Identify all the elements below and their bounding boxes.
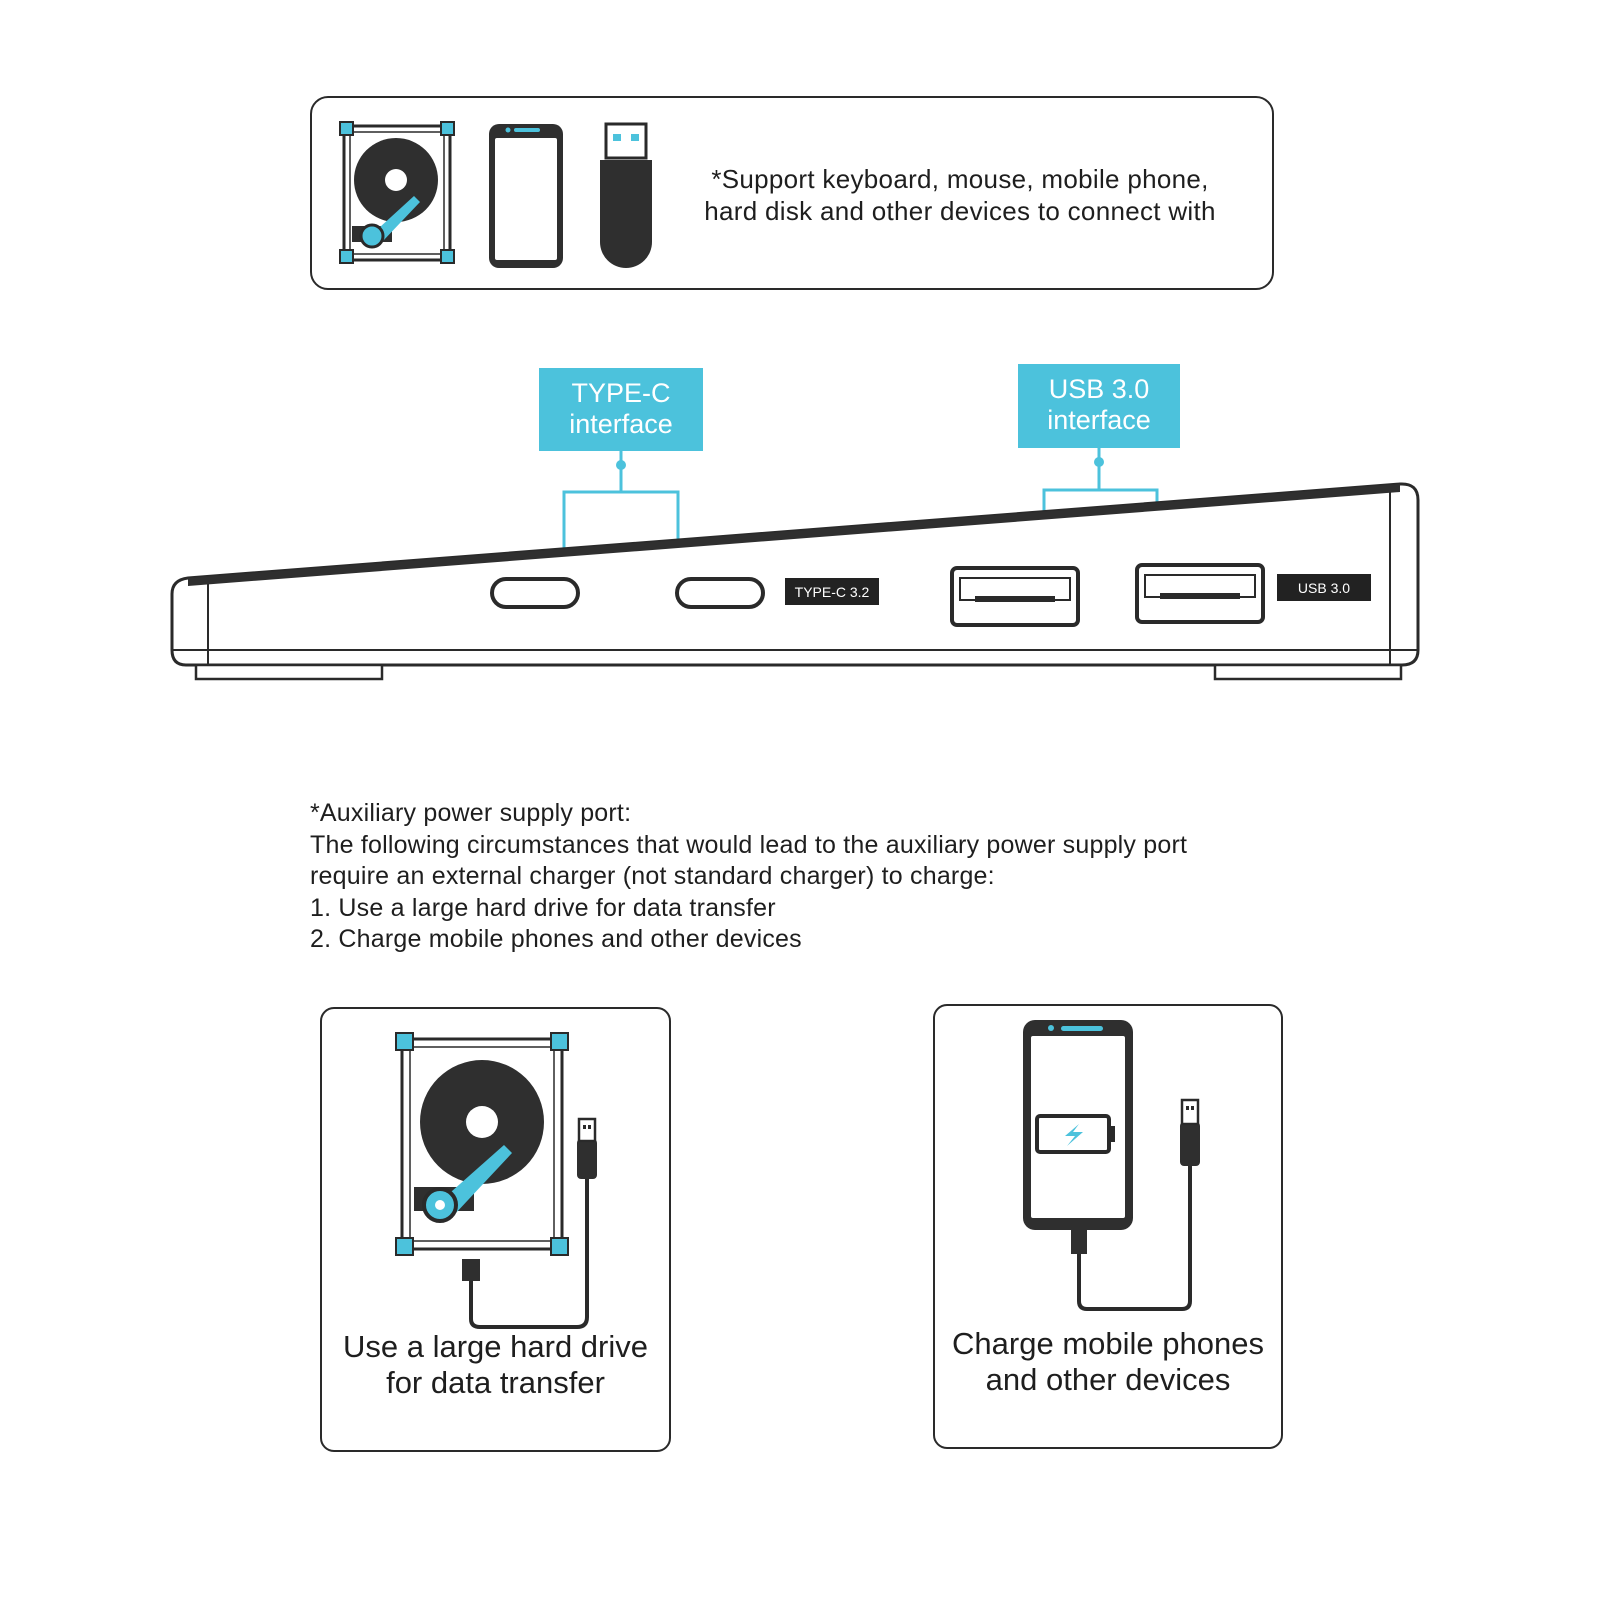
support-text-line-1: *Support keyboard, mouse, mobile phone, bbox=[711, 164, 1209, 194]
hub-device-side-view: TYPE-C 3.2 USB 3.0 bbox=[170, 448, 1420, 681]
hard-disk-icon bbox=[339, 121, 455, 264]
usb-interface-callout: USB 3.0 interface bbox=[1018, 364, 1180, 448]
usb-port-label-box bbox=[1277, 574, 1371, 601]
charge-phone-card-caption: Charge mobile phones and other devices bbox=[935, 1326, 1281, 1398]
usb-flash-drive-icon bbox=[600, 122, 652, 268]
typec-port-2 bbox=[675, 577, 765, 609]
aux-line-3: require an external charger (not standar… bbox=[310, 862, 995, 890]
hard-drive-card: Use a large hard drive for data transfer bbox=[320, 1007, 671, 1452]
hard-drive-caption-line-2: for data transfer bbox=[386, 1365, 605, 1400]
usb-callout-line-1: USB 3.0 bbox=[1048, 374, 1150, 404]
hard-disk-with-cable-icon bbox=[395, 1032, 597, 1329]
typec-port-label: TYPE-C 3.2 bbox=[795, 584, 870, 600]
typec-connector-lines bbox=[562, 451, 680, 555]
support-text-line-2: hard disk and other devices to connect w… bbox=[704, 196, 1216, 226]
hard-drive-card-caption: Use a large hard drive for data transfer bbox=[322, 1329, 669, 1401]
hard-drive-caption-line-1: Use a large hard drive bbox=[343, 1329, 648, 1364]
aux-line-5: 2. Charge mobile phones and other device… bbox=[310, 925, 802, 953]
usb-port-label: USB 3.0 bbox=[1298, 580, 1350, 596]
typec-interface-callout: TYPE-C interface bbox=[539, 368, 703, 451]
phone-charging-icon bbox=[1023, 1020, 1200, 1311]
charge-phone-caption-line-1: Charge mobile phones bbox=[952, 1326, 1264, 1361]
typec-port-label-box bbox=[785, 578, 879, 605]
charge-phone-caption-line-2: and other devices bbox=[985, 1362, 1231, 1397]
typec-callout-line-1: TYPE-C bbox=[571, 378, 671, 408]
aux-line-1: *Auxiliary power supply port: bbox=[310, 799, 632, 827]
mobile-phone-icon bbox=[489, 124, 563, 268]
aux-line-2: The following circumstances that would l… bbox=[310, 830, 1188, 859]
auxiliary-power-description: *Auxiliary power supply port: The follow… bbox=[310, 798, 1310, 956]
supported-devices-panel bbox=[310, 96, 1274, 290]
charge-phone-card: Charge mobile phones and other devices bbox=[933, 1004, 1283, 1449]
usb-callout-line-2: interface bbox=[1047, 405, 1151, 435]
typec-callout-line-2: interface bbox=[569, 409, 673, 439]
typec-port-1 bbox=[490, 577, 580, 609]
usb-port-2 bbox=[1135, 563, 1265, 624]
support-description: *Support keyboard, mouse, mobile phone, … bbox=[680, 163, 1240, 227]
usb-port-1 bbox=[950, 566, 1080, 627]
aux-line-4: 1. Use a large hard drive for data trans… bbox=[310, 893, 776, 922]
